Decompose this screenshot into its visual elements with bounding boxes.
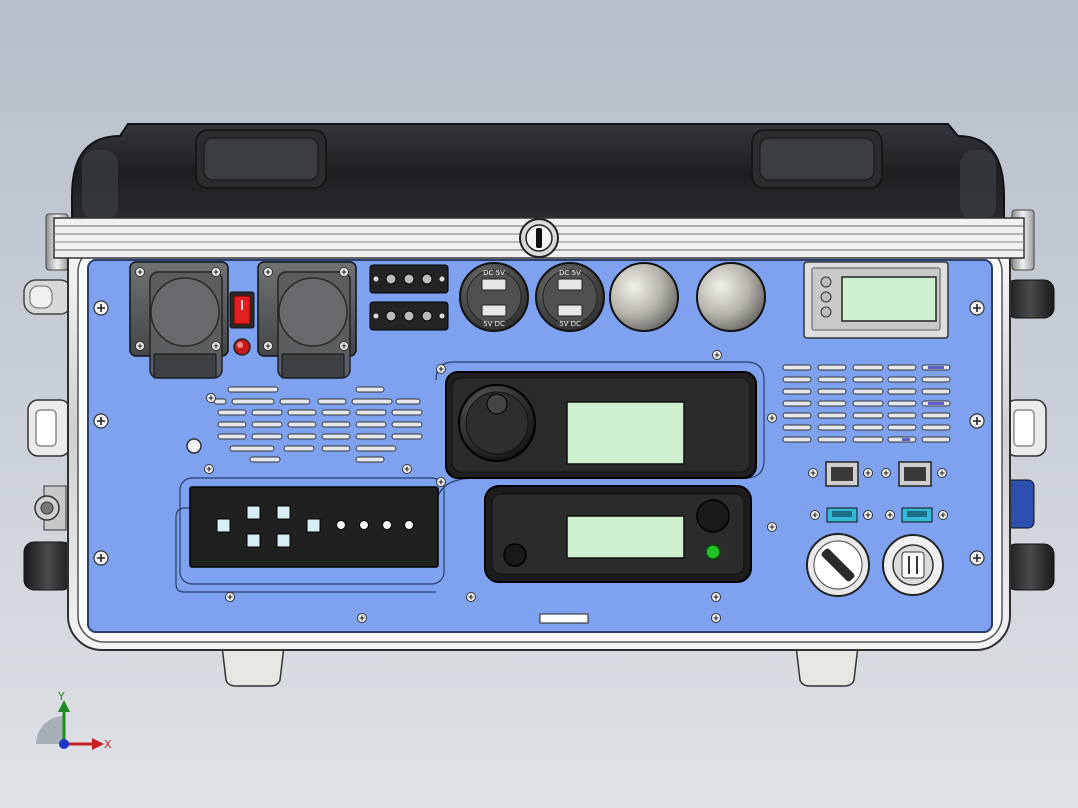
anderson-connector-top[interactable] [369, 264, 449, 294]
axis-y-label: Y [57, 690, 65, 703]
vent-accent-marks [902, 366, 944, 441]
control-module-outline [179, 477, 445, 585]
anderson-connector-bottom[interactable] [369, 301, 449, 331]
usb-bottom-label-2: 5V DC [559, 320, 581, 328]
axis-x-label: X [104, 738, 112, 751]
power-rocker-switch[interactable] [229, 291, 255, 329]
control-buttons[interactable] [216, 505, 321, 548]
usb-top-label: DC 5V [483, 269, 505, 277]
terminal-block-right[interactable] [884, 507, 949, 523]
inverter-lcd [566, 401, 685, 465]
rotary-selector-switch[interactable] [806, 533, 870, 597]
usb-outlet-left[interactable]: DC 5V 5V DC [459, 262, 529, 332]
ac-outlet-right[interactable] [257, 261, 357, 379]
case-feet [221, 645, 859, 687]
round-port-cap-right[interactable] [696, 262, 766, 332]
panel-button-small[interactable] [186, 438, 202, 454]
battery-meter-lcd [841, 276, 937, 322]
vent-grille-right [782, 364, 951, 443]
rotary-knob-icon[interactable] [458, 384, 536, 462]
red-indicator-led [233, 338, 251, 356]
axis-triad-icon: Y X [36, 690, 112, 751]
fuse-holder[interactable] [882, 534, 944, 596]
usb-outlet-right[interactable]: DC 5V 5V DC [535, 262, 605, 332]
vent-grille-left [213, 386, 423, 463]
terminal-block-left[interactable] [809, 507, 874, 523]
battery-meter [803, 261, 949, 339]
status-leds [336, 520, 414, 530]
usb-top-label-2: DC 5V [559, 269, 581, 277]
green-status-led [705, 544, 721, 560]
usb-bottom-label: 5V DC [483, 320, 505, 328]
case-lid [71, 123, 1005, 223]
left-side-hardware [23, 213, 73, 591]
keyhole-lock-icon[interactable] [519, 218, 559, 258]
charger-display-module [484, 485, 752, 583]
rj45-port-left[interactable] [807, 461, 874, 487]
label-plate [539, 613, 589, 624]
charger-button[interactable] [503, 543, 527, 567]
charger-knob-icon[interactable] [696, 499, 730, 533]
ac-outlet-left[interactable] [129, 261, 229, 379]
charger-lcd [566, 515, 685, 559]
round-port-cap-left[interactable] [609, 262, 679, 332]
rj45-port-right[interactable] [880, 461, 948, 487]
